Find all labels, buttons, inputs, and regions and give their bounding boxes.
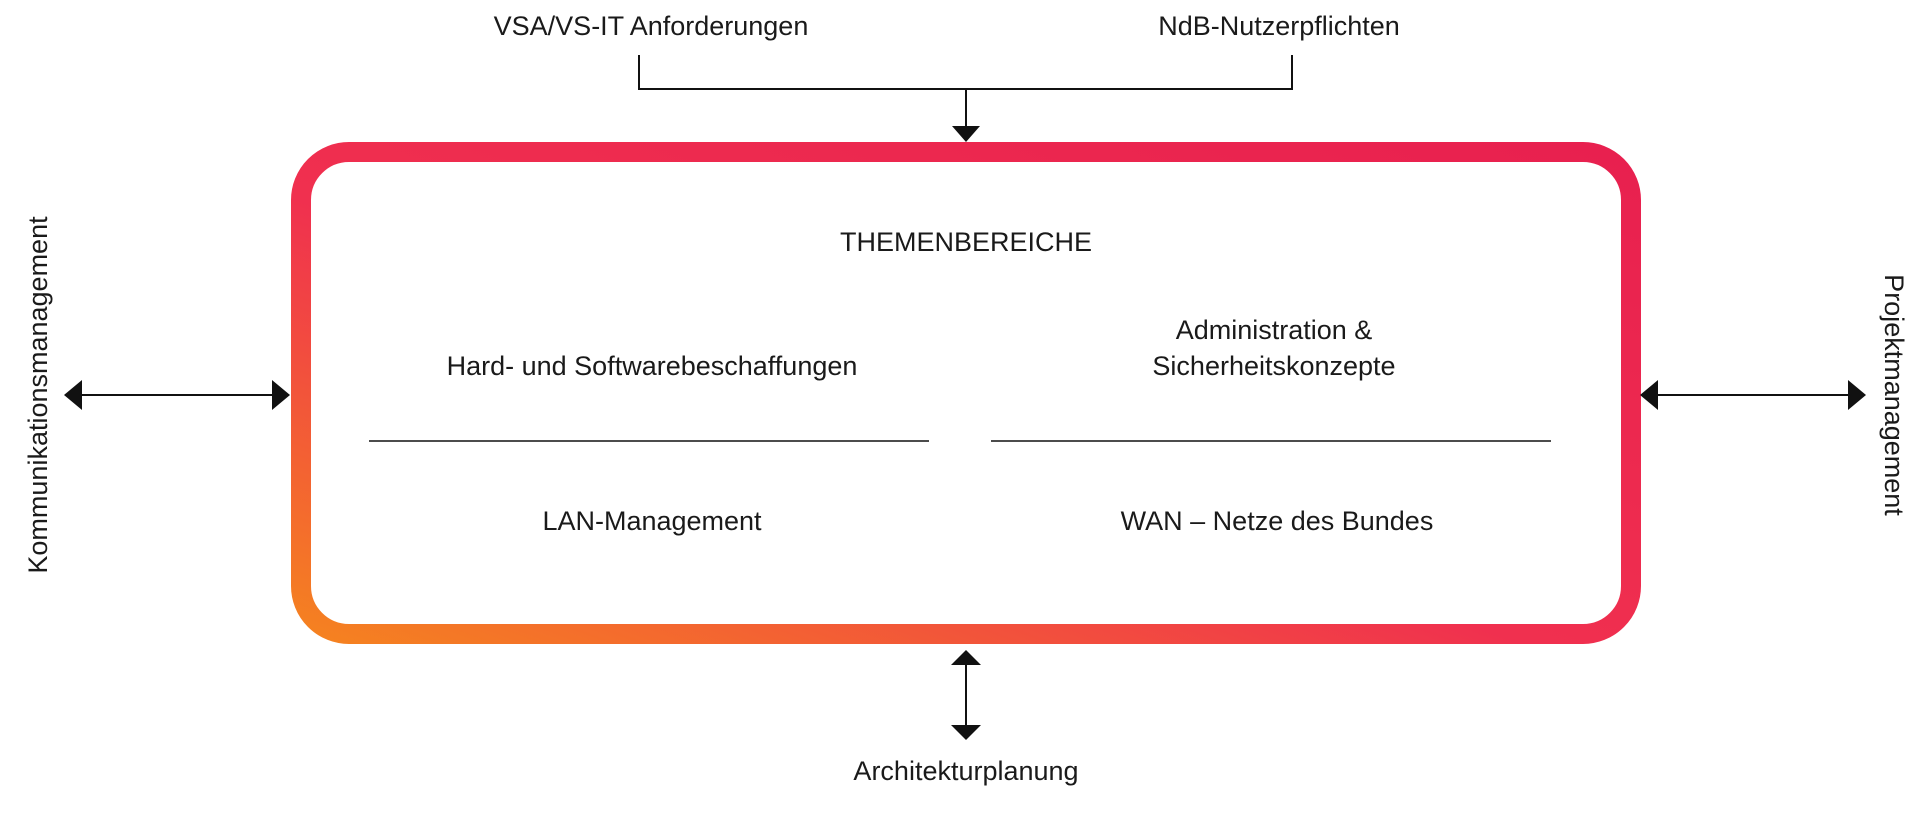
- side-label-kommunikation: Kommunikationsmanagement: [23, 216, 53, 574]
- themes-title: THEMENBEREICHE: [839, 227, 1093, 257]
- input-arrowhead: [952, 126, 980, 142]
- bottom-label-architektur: Architekturplanung: [853, 756, 1079, 786]
- input-merge-connector: [638, 55, 1293, 126]
- side-label-projekt: Projektmanagement: [1879, 274, 1909, 516]
- themes-frame: [291, 142, 1641, 644]
- left-double-arrow: [64, 380, 290, 410]
- input-label-vsa: VSA/VS-IT Anforderungen: [493, 11, 809, 41]
- input-label-ndb: NdB-Nutzerpflichten: [1158, 11, 1400, 41]
- bottom-double-arrow: [951, 650, 981, 740]
- topic-administration: Administration & Sicherheitskonzepte: [1152, 312, 1395, 384]
- topic-administration-line1: Administration &: [1175, 315, 1373, 345]
- topic-lan: LAN-Management: [542, 506, 762, 536]
- topic-administration-line2: Sicherheitskonzepte: [1152, 351, 1396, 381]
- topic-wan: WAN – Netze des Bundes: [1120, 506, 1434, 536]
- topic-hard-software: Hard- und Softwarebeschaffungen: [446, 351, 858, 381]
- right-double-arrow: [1640, 380, 1866, 410]
